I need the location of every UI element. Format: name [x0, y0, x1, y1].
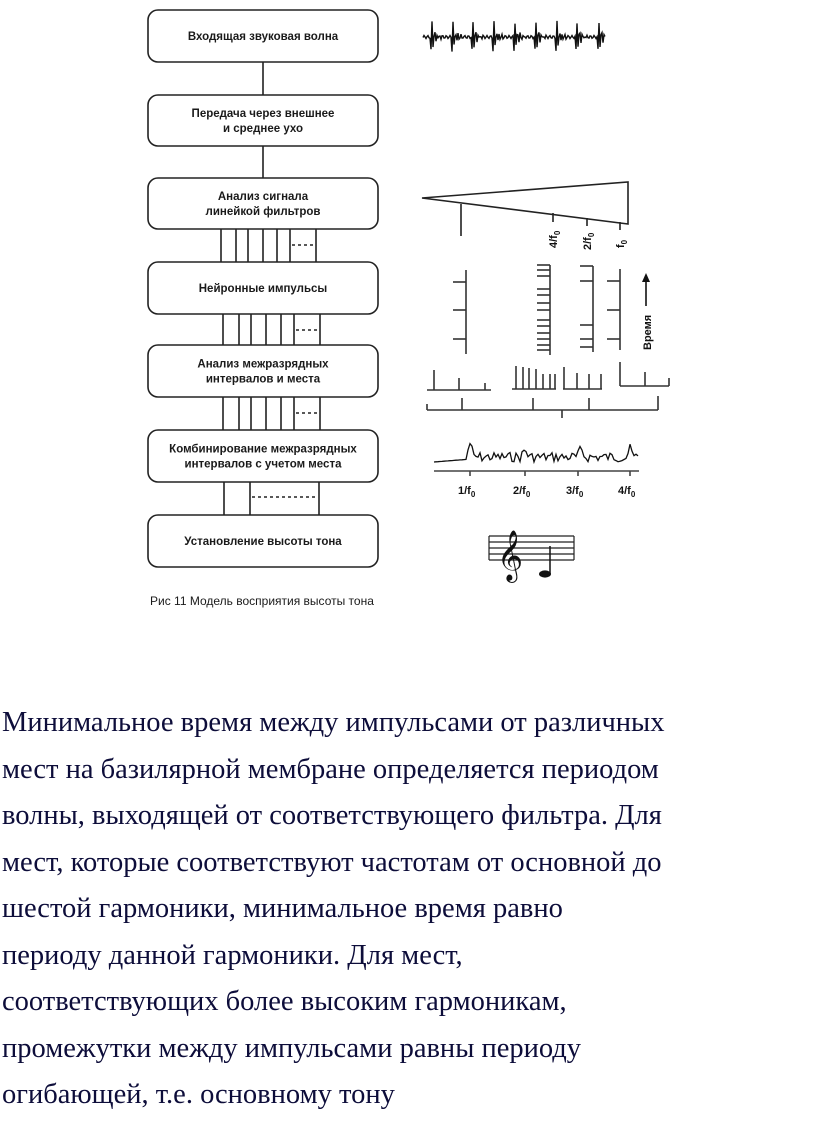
paragraph-line: Минимальное время между импульсами от ра…	[2, 707, 665, 738]
svg-text:𝄞: 𝄞	[497, 530, 523, 583]
filter-label-2f0: 2/f0	[582, 232, 596, 250]
axis-label: 2/f0	[513, 485, 531, 499]
filter-label-f0: f0	[615, 239, 629, 248]
paragraph-line: мест, которые соответствуют частотам от …	[2, 846, 662, 878]
flow-box: Анализ сигнала линейкой фильтров	[147, 177, 379, 230]
interval-histograms	[427, 362, 670, 391]
flow-box: Комбинирование межразрядных интервалов с …	[147, 429, 379, 483]
combined-axis	[426, 396, 659, 418]
flow-box-label: Передача через внешнее	[192, 108, 335, 120]
paragraph-line: шестой гармоники, минимальное время равн…	[2, 893, 563, 924]
flow-box-label: Нейронные импульсы	[199, 283, 328, 295]
body-paragraph: Минимальное время между импульсами от ра…	[2, 700, 814, 1119]
paragraph-line: периоду данной гармоники. Для мест,	[2, 939, 463, 971]
neural-spike-trains	[453, 264, 621, 355]
flow-box: Анализ межразрядных интервалов и места	[147, 344, 379, 398]
paragraph-line: промежутки между импульсами равны период…	[2, 1032, 582, 1064]
flow-box-label: Установление высоты тона	[184, 536, 342, 548]
sound-wave-icon	[422, 20, 606, 52]
flow-box-label: Анализ сигнала	[218, 191, 309, 203]
flow-box: Передача через внешнее и среднее ухо	[147, 94, 379, 147]
axis-label: 1/f0	[458, 485, 476, 499]
paragraph-line: волны, выходящей от соответствующего фил…	[2, 800, 662, 831]
axis-label: 4/f0	[618, 485, 636, 499]
flow-box: Установление высоты тона	[147, 514, 379, 568]
axis-label: 3/f0	[566, 485, 584, 499]
flow-box-label: Анализ межразрядных	[197, 359, 329, 371]
filter-label-4f0: 4/f0	[548, 230, 562, 248]
flow-box-label: интервалов и места	[206, 374, 321, 386]
flow-box-label: Комбинирование межразрядных	[169, 444, 357, 456]
flow-box: Нейронные импульсы	[147, 261, 379, 315]
paragraph-line: огибающей, т.е. основному тону	[2, 1079, 395, 1110]
flow-box-label: и среднее ухо	[223, 123, 303, 135]
paragraph-line: мест на базилярной мембране определяется…	[2, 753, 659, 785]
figure-caption: Рис 11 Модель восприятия высоты тона	[150, 594, 374, 608]
time-arrow-icon	[642, 273, 650, 306]
treble-clef-note-icon: 𝄞	[488, 530, 575, 583]
channel-connectors	[220, 229, 321, 515]
paragraph-line: соответствующих более высоким гармоникам…	[2, 986, 567, 1017]
flow-box: Входящая звуковая волна	[147, 9, 379, 63]
time-label: Время	[642, 315, 654, 350]
flow-box-label: Входящая звуковая волна	[188, 31, 339, 43]
summary-autocorrelogram: 1/f0 2/f0 3/f0 4/f0	[433, 442, 639, 499]
flow-box-label: интервалов с учетом места	[185, 459, 343, 471]
flow-box-label: линейкой фильтров	[206, 206, 321, 218]
filter-bank-triangle	[421, 181, 629, 236]
